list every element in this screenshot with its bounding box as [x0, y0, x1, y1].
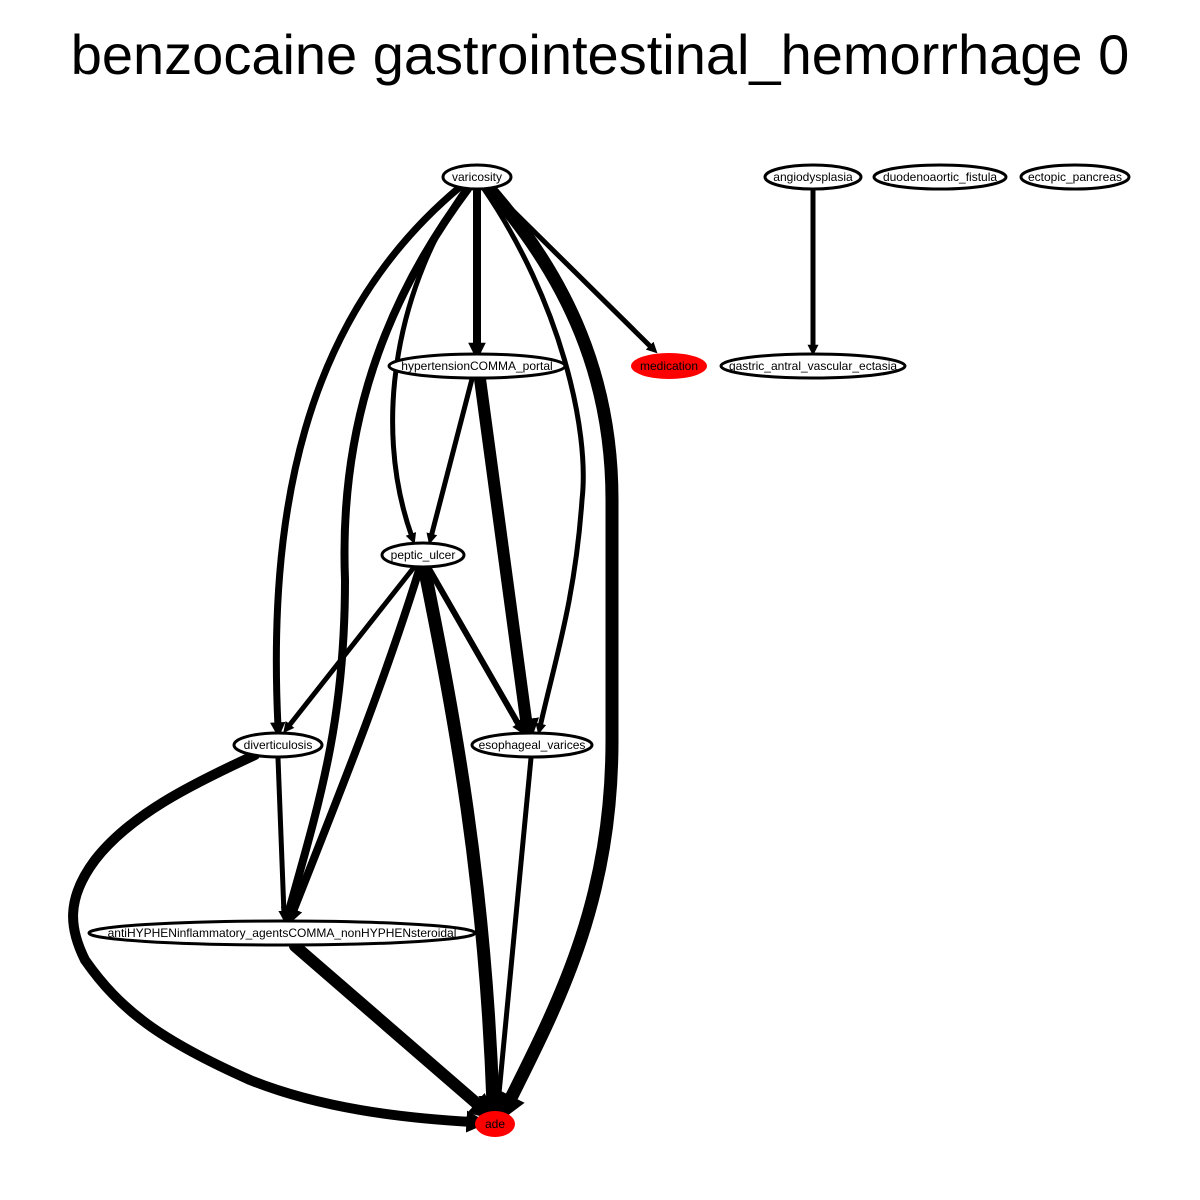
node-shape — [1019, 163, 1131, 191]
edges-layer — [68, 180, 819, 1133]
node-duodenoaortic-fistula: duodenoaortic_fistula — [872, 163, 1008, 191]
node-label: angiodysplasia — [773, 170, 853, 184]
page-title: benzocaine gastrointestinal_hemorrhage 0 — [70, 23, 1130, 86]
edge-varicosity-to-diverticulosis — [270, 183, 464, 738]
edge-diverticulosis-to-ade — [68, 750, 489, 1133]
node-medication: medication — [631, 353, 707, 379]
node-shape — [232, 731, 324, 759]
node-shape — [470, 731, 594, 759]
edge-peptic_ulcer-to-ade — [417, 560, 507, 1125]
node-label: ectopic_pancreas — [1028, 170, 1122, 184]
node-shape — [719, 352, 907, 380]
node-shape — [763, 163, 863, 191]
node-label: ade — [485, 1117, 505, 1131]
node-label: esophageal_varices — [479, 738, 586, 752]
node-angiodysplasia: angiodysplasia — [763, 163, 863, 191]
node-ade: ade — [475, 1111, 515, 1137]
node-hypertension-portal: hypertensionCOMMA_portal — [387, 352, 567, 380]
edge-peptic_ulcer-to-diverticulosis — [283, 563, 418, 734]
node-shape — [87, 919, 477, 947]
node-label: gastric_antral_vascular_ectasia — [729, 359, 897, 373]
node-shape — [475, 1111, 515, 1137]
edge-hypertension_portal-to-esophageal_varices — [474, 373, 540, 746]
node-shape — [380, 541, 466, 569]
edge-varicosity-to-esophageal_varices — [481, 186, 586, 735]
node-shape — [387, 352, 567, 380]
node-diverticulosis: diverticulosis — [232, 731, 324, 759]
node-label: medication — [640, 359, 698, 373]
node-peptic-ulcer: peptic_ulcer — [380, 541, 466, 569]
node-gastric-antral-vascular-ectasia: gastric_antral_vascular_ectasia — [719, 352, 907, 380]
node-shape — [631, 353, 707, 379]
node-label: varicosity — [452, 170, 502, 184]
node-varicosity: varicosity — [441, 163, 513, 191]
edge-peptic_ulcer-to-esophageal_varices — [425, 564, 525, 736]
edge-nsaids-to-ade — [289, 940, 496, 1121]
node-shape — [441, 163, 513, 191]
node-label: diverticulosis — [244, 738, 313, 752]
node-label: peptic_ulcer — [391, 548, 456, 562]
edge-varicosity-to-nsaids — [280, 185, 472, 926]
edge-peptic_ulcer-to-nsaids — [285, 563, 424, 926]
nodes-layer: varicosity angiodysplasia duodenoaortic_fi… — [87, 163, 1131, 1137]
node-esophageal-varices: esophageal_varices — [470, 731, 594, 759]
node-label: duodenoaortic_fistula — [883, 170, 997, 184]
node-label: hypertensionCOMMA_portal — [401, 359, 552, 373]
node-shape — [872, 163, 1008, 191]
edge-hypertension_portal-to-peptic_ulcer — [426, 376, 475, 545]
edge-varicosity-to-ade — [481, 180, 619, 1122]
node-nsaids: antiHYPHENinflammatory_agentsCOMMA_nonHY… — [87, 919, 477, 947]
edge-diverticulosis-to-nsaids — [275, 755, 290, 922]
node-ectopic-pancreas: ectopic_pancreas — [1019, 163, 1131, 191]
edge-esophageal_varices-to-ade — [492, 755, 534, 1112]
node-label: antiHYPHENinflammatory_agentsCOMMA_nonHY… — [108, 926, 457, 940]
